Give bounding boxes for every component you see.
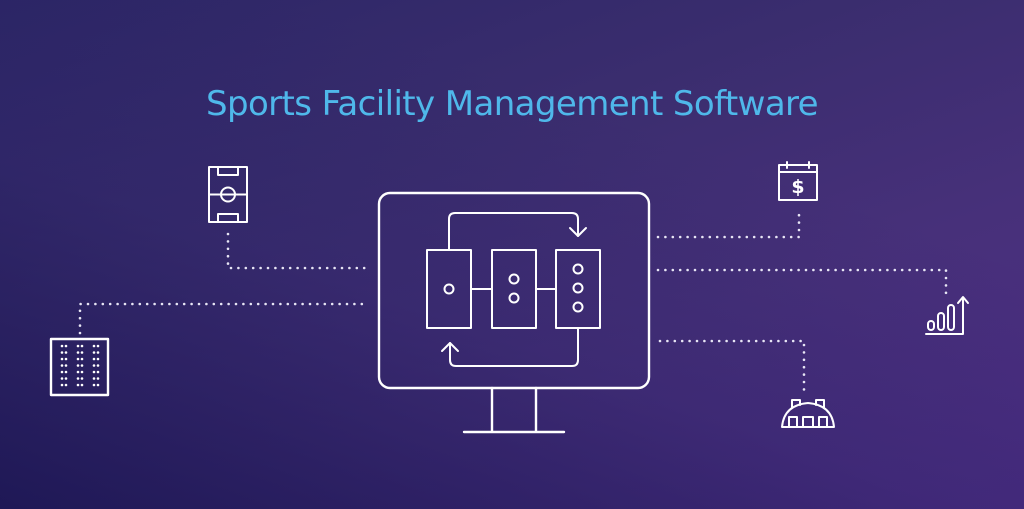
dollar-symbol: $ (791, 176, 804, 198)
growth-chart-icon (925, 296, 969, 335)
connector-dome-arena (658, 339, 806, 394)
panel-2 (491, 249, 537, 329)
connector-stadium-seating (78, 302, 370, 335)
monitor-icon (377, 191, 651, 434)
soccer-field-icon (208, 166, 248, 223)
panel-1 (426, 249, 472, 329)
connector-growth-chart (656, 268, 948, 299)
connector-calendar-dollar (656, 209, 801, 239)
workflow-diagram-icon (426, 212, 601, 367)
calendar-dollar-icon: $ (778, 161, 818, 201)
stadium-seating-icon (49, 337, 110, 397)
dome-arena-icon (781, 399, 835, 428)
panel-3 (555, 249, 601, 329)
page-title: Sports Facility Management Software (205, 83, 819, 124)
loop-arrow-top-right (448, 212, 587, 251)
connector-soccer-field (226, 232, 370, 270)
loop-arrow-bottom-left (441, 327, 579, 367)
